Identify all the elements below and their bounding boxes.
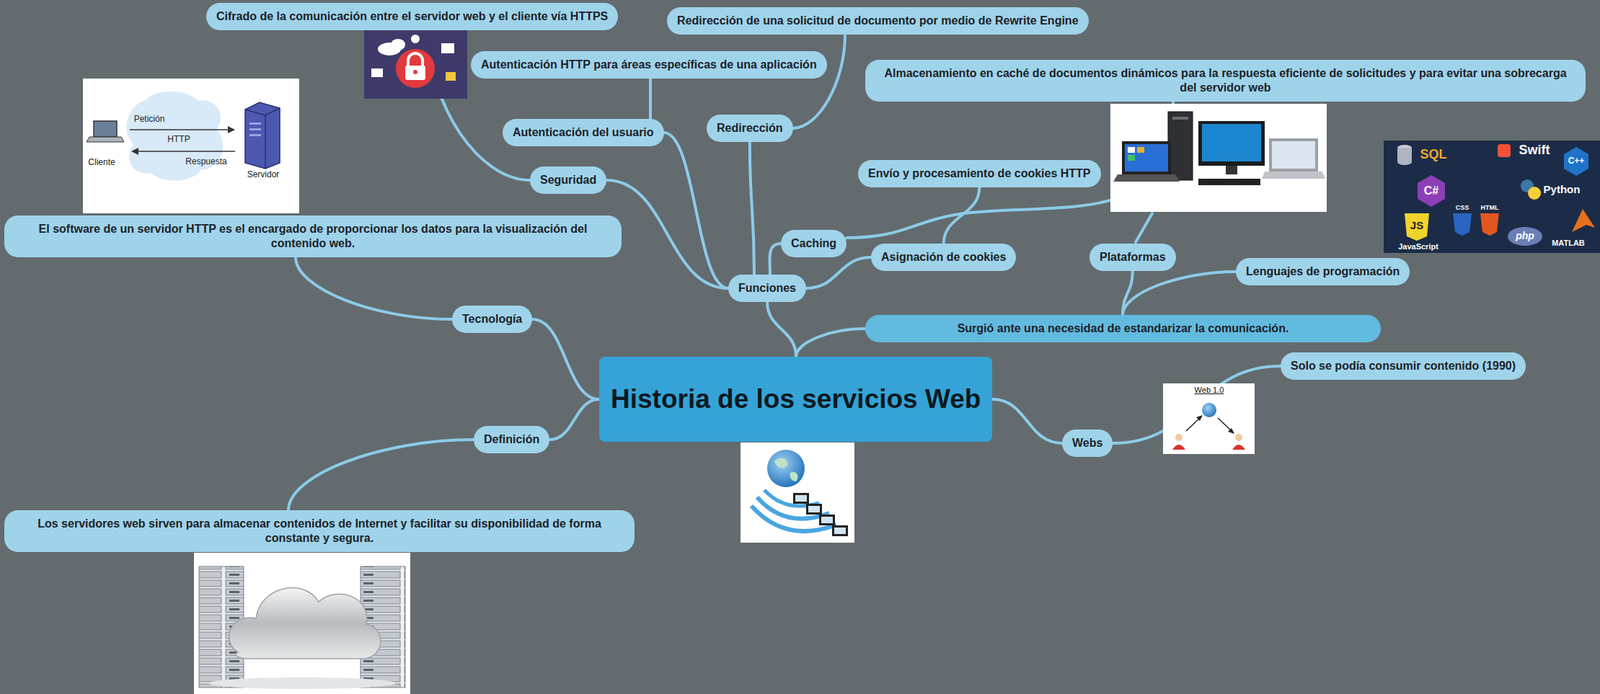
node-text: Almacenamiento en caché de documentos di…	[875, 66, 1576, 96]
topic-pill: Envío y procesamiento de cookies HTTP	[858, 160, 1102, 188]
topic-pill: Funciones	[728, 274, 807, 303]
branch-connector	[767, 302, 797, 357]
branch-connector	[1122, 271, 1236, 316]
illustration-label: MATLAB	[1551, 238, 1585, 248]
languages-illustration	[1383, 140, 1600, 254]
branch-connector	[793, 34, 846, 129]
branch-connector	[549, 399, 600, 440]
node-text: Autenticación del usuario	[512, 125, 654, 140]
node-text: Cifrado de la comunicación entre el serv…	[216, 9, 608, 24]
illustration-label: HTML	[1481, 204, 1500, 212]
illustration-label: Python	[1543, 183, 1581, 197]
illustration-label: SQL	[1419, 147, 1447, 163]
branch-connector	[288, 439, 474, 511]
branch-connector	[796, 328, 866, 357]
illustration-label: Petición	[134, 114, 166, 125]
illustration-label: Cliente	[87, 157, 115, 168]
illustration-label: C++	[1568, 156, 1585, 166]
topic-pill: Autenticación HTTP para áreas específica…	[470, 51, 828, 79]
branch-connector	[992, 399, 1063, 444]
node-text: Webs	[1072, 436, 1103, 451]
topic-pill: Caching	[780, 230, 847, 258]
topic-pill: Solo se podía consumir contenido (1990)	[1280, 352, 1526, 380]
illustration-label: HTTP	[167, 134, 190, 145]
topic-pill: Plataformas	[1089, 243, 1177, 272]
branch-connector	[749, 142, 755, 275]
topic-pill: Cifrado de la comunicación entre el serv…	[206, 2, 618, 31]
topic-pill: Seguridad	[529, 166, 607, 194]
node-text: Envío y procesamiento de cookies HTTP	[868, 166, 1091, 181]
illustration-label: CSS	[1455, 204, 1470, 212]
topic-pill: Tecnología	[452, 305, 533, 334]
topic-pill: Almacenamiento en caché de documentos di…	[865, 59, 1586, 102]
topic-pill: El software de un servidor HTTP es el en…	[4, 215, 622, 258]
illustration-label: JS	[1410, 219, 1424, 233]
node-text: Lenguajes de programación	[1245, 264, 1400, 280]
node-text: Plataformas	[1099, 250, 1166, 265]
topic-pill: Surgió ante una necesidad de estandariza…	[865, 315, 1381, 343]
branch-connector	[648, 78, 652, 119]
illustration-label: Servidor	[247, 170, 280, 180]
node-text: Seguridad	[540, 173, 597, 188]
topic-pill: Webs	[1062, 429, 1113, 458]
node-text: Caching	[790, 236, 837, 251]
illustration-label: C#	[1424, 184, 1439, 198]
node-text: Funciones	[738, 281, 797, 296]
node-text: Historia de los servicios Web	[610, 384, 981, 415]
node-text: Los servidores web sirven para almacenar…	[14, 516, 625, 546]
illustration-label: Respuesta	[185, 157, 227, 167]
illustration-label: JavaScript	[1398, 242, 1439, 251]
client-server-illustration	[82, 78, 300, 214]
branch-connector	[769, 243, 781, 275]
node-text: Redirección	[716, 121, 784, 136]
node-text: El software de un servidor HTTP es el en…	[14, 222, 612, 251]
topic-pill: Lenguajes de programación	[1235, 258, 1410, 286]
topic-pill: Redirección	[706, 114, 794, 143]
topic-pill: Asignación de cookies	[871, 243, 1016, 272]
topic-pill: Los servidores web sirven para almacenar…	[4, 510, 635, 553]
illustration-label: Web 1.0	[1194, 385, 1225, 395]
node-text: Redirección de una solicitud de document…	[677, 13, 1079, 29]
branch-connector	[664, 132, 729, 289]
node-text: Definición	[483, 432, 540, 448]
globe-illustration	[740, 442, 855, 543]
image-leader	[1135, 213, 1153, 243]
web1-illustration	[1163, 383, 1255, 455]
security-illustration	[364, 30, 468, 99]
cloud-servers-illustration	[193, 553, 411, 694]
illustration-label: php	[1515, 230, 1535, 242]
branch-connector	[943, 187, 980, 244]
central-topic: Historia de los servicios Web	[599, 356, 993, 443]
node-text: Surgió ante una necesidad de estandariza…	[875, 321, 1371, 337]
node-text: Tecnología	[462, 312, 523, 327]
branch-connector	[806, 257, 872, 289]
illustration-label: Swift	[1519, 143, 1551, 158]
branch-connector	[532, 319, 600, 400]
node-text: Solo se podía consumir contenido (1990)	[1290, 359, 1516, 374]
computers-illustration	[1110, 103, 1327, 212]
topic-pill: Definición	[473, 426, 550, 454]
branch-connector	[295, 257, 453, 320]
topic-pill: Redirección de una solicitud de document…	[666, 7, 1089, 35]
branch-connector	[606, 180, 729, 289]
topic-pill: Autenticación del usuario	[502, 118, 665, 147]
node-text: Asignación de cookies	[881, 250, 1006, 265]
node-text: Autenticación HTTP para áreas específica…	[480, 57, 817, 73]
